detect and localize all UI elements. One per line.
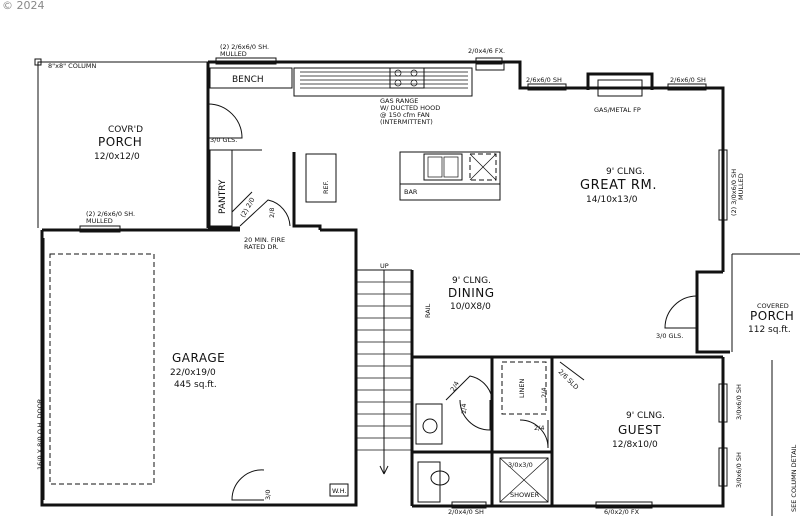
garage-side-door <box>231 469 265 501</box>
fire-door-label: 2/8 <box>268 208 276 218</box>
fire-door-note-1: 20 MIN. FIRE <box>244 236 285 244</box>
hall-door-swing <box>445 375 493 401</box>
kitchen-counter <box>300 67 468 89</box>
windows <box>79 57 728 509</box>
fire-door-swing <box>239 199 291 227</box>
bath-door-swing <box>459 399 491 431</box>
hall-door-1-label: 2/4 <box>449 380 461 393</box>
column-detail-note: SEE COLUMN DETAIL <box>790 444 798 512</box>
sink-icon <box>423 153 463 181</box>
doors <box>207 103 698 501</box>
garage-size: 22/0x19/0 <box>170 368 216 378</box>
garage-door-opening <box>49 253 155 485</box>
stairs <box>356 270 412 475</box>
dining-name: DINING <box>448 286 495 300</box>
closet-door-label: 2/6 SLD <box>557 368 581 392</box>
exterior-walls <box>34 58 730 508</box>
closet-slider <box>559 361 585 381</box>
interior-walls <box>209 61 723 506</box>
fireplace-label: GAS/METAL FP <box>594 106 641 114</box>
toilet-icon <box>417 461 441 503</box>
vanity-icon <box>415 403 443 445</box>
hood-label-3: (INTERMITTENT) <box>380 118 433 126</box>
guest-note: 9' CLNG. <box>626 411 665 421</box>
hall-door-2-label: 2/4 <box>460 404 468 414</box>
water-heater-label: W.H. <box>332 487 347 495</box>
great-window-right: 2/6x6/0 SH <box>670 76 706 84</box>
kitchen-island <box>399 151 501 201</box>
ref-label: REF. <box>322 181 330 194</box>
column-icon <box>34 58 42 66</box>
fire-door-note-2: RATED DR. <box>244 243 279 251</box>
porch-name: PORCH <box>98 135 142 149</box>
gas-range-label: GAS RANGE <box>380 97 418 105</box>
great-right-mulled: MULLED <box>737 173 745 200</box>
porch-window-label: (2) 2/6x6/0 SH. <box>86 210 135 218</box>
guest-door-swing <box>519 419 549 449</box>
guest-name: GUEST <box>618 423 661 437</box>
porch-outline <box>37 61 208 228</box>
bath-window-label: 2/0x4/0 SH <box>448 508 484 516</box>
porch-door-label: 3/0 GLS. <box>210 136 237 144</box>
dining-note: 9' CLNG. <box>452 276 491 286</box>
kitchen-window-label: (2) 2/6x6/0 SH. <box>220 43 269 51</box>
shower-label: SHOWER <box>510 491 540 499</box>
garage-interior <box>43 238 349 500</box>
hood-label-2: @ 150 cfm FAN <box>380 111 430 119</box>
garage-area: 445 sq.ft. <box>174 380 217 390</box>
covered-porch-area: 112 sq.ft. <box>748 325 791 335</box>
kitchen-fx-label: 2/0x4/6 FX. <box>468 47 505 55</box>
guest-size: 12/8x10/0 <box>612 440 658 450</box>
porch-window-mulled: MULLED <box>86 217 113 225</box>
kitchen-window-mulled: MULLED <box>220 50 247 58</box>
shower-icon <box>499 457 549 503</box>
rear-door-swing <box>664 295 698 329</box>
porch-note: COVR'D <box>108 125 143 135</box>
porch-size: 12/0x12/0 <box>94 152 140 162</box>
great-room-note: 9' CLNG. <box>606 167 645 177</box>
gas-range-icon <box>389 67 425 89</box>
guest-window-2: 3/0x6/0 SH <box>735 452 743 488</box>
linen-label: LINEN <box>518 378 526 398</box>
guest-window-1: 3/0x6/0 SH <box>735 384 743 420</box>
bar-label: BAR <box>404 188 418 196</box>
porch-door-swing <box>207 103 243 139</box>
shower-size-label: 3/0x3/0 <box>508 461 533 469</box>
covered-porch-right <box>731 253 800 516</box>
dining-size: 10/0X8/0 <box>450 302 491 312</box>
linen-door-label: 2/4 <box>540 388 548 398</box>
pantry-door-label: (2) 2/0 <box>239 196 257 219</box>
covered-porch-note: COVERED <box>757 302 789 310</box>
rail-label: RAIL <box>424 303 432 318</box>
bath-fixtures <box>415 361 549 503</box>
covered-porch-name: PORCH <box>750 309 794 323</box>
column-label: 8"x8" COLUMN <box>48 62 96 70</box>
fireplace <box>586 72 654 97</box>
garage-side-door-label: 3/0 <box>264 490 272 500</box>
rear-door-label: 3/0 GLS. <box>656 332 683 340</box>
great-right-window: (2) 3/0x6/0 SH <box>730 169 738 216</box>
garage-door-label: 16/0 X 8/0 O.H. DOOR <box>36 398 44 470</box>
guest-door-label: 2/4 <box>534 424 544 432</box>
stair-up-label: UP <box>380 262 389 270</box>
water-heater-icon <box>329 483 349 497</box>
hood-label-1: W/ DUCTED HOOD <box>380 104 440 112</box>
garage-name: GARAGE <box>172 351 225 365</box>
pantry-label: PANTRY <box>218 179 228 214</box>
great-window-left: 2/6x6/0 SH <box>526 76 562 84</box>
pantry-door <box>231 191 253 213</box>
bench-label: BENCH <box>232 75 264 85</box>
dishwasher-icon <box>469 153 497 181</box>
great-room-size: 14/10x13/0 <box>586 195 638 205</box>
guest-bottom-window: 6/0x2/0 FX <box>604 508 640 516</box>
watermark: © 2024 <box>2 0 45 12</box>
great-room-name: GREAT RM. <box>580 178 657 193</box>
